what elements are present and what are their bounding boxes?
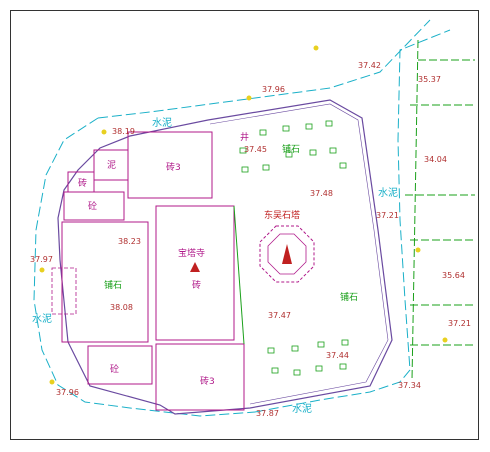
- map-frame: [10, 10, 479, 440]
- elevation-label: 34.04: [424, 155, 447, 164]
- water-outline-top: [97, 19, 431, 119]
- water-outline-left: [33, 117, 256, 417]
- pagoda-octagon-outer: [259, 225, 315, 283]
- label-brick3-bottom: 砖3: [200, 375, 215, 387]
- pagoda-icon: [282, 244, 292, 264]
- elevation-label: 37.48: [310, 189, 333, 198]
- elevation-label: 37.44: [326, 351, 349, 360]
- elevation-label: 38.08: [110, 303, 133, 312]
- elevation-label: 37.96: [262, 85, 285, 94]
- label-paving-left: 铺石: [104, 279, 122, 291]
- elevation-label: 38.23: [118, 237, 141, 246]
- elevation-label: 37.96: [56, 388, 79, 397]
- site-boundary: [57, 99, 393, 415]
- elevation-label: 37.87: [256, 409, 279, 418]
- field-vertical: [411, 39, 419, 381]
- building-west-annex: [51, 267, 77, 315]
- elevation-label: 37.21: [448, 319, 471, 328]
- label-brick-small: 砖: [78, 177, 87, 189]
- survey-markers: [39, 45, 448, 385]
- label-cement-left: 水泥: [32, 312, 52, 325]
- vegetation-symbols: [239, 120, 349, 376]
- elevation-label: 37.42: [358, 61, 381, 70]
- building-west: [61, 221, 149, 343]
- label-brick3-top: 砖3: [166, 161, 181, 173]
- water-outline-right: [254, 29, 451, 413]
- label-concrete-top: 砼: [88, 200, 97, 212]
- label-temple-name: 宝塔寺: [178, 247, 205, 259]
- label-cement-bottom: 水泥: [292, 402, 312, 415]
- building-concrete-top: [63, 191, 125, 221]
- pagoda-octagon-inner: [267, 233, 307, 275]
- elevation-label: 37.97: [30, 255, 53, 264]
- label-pagoda-name: 东吴石塔: [264, 209, 300, 221]
- elevation-label: 35.37: [418, 75, 441, 84]
- elevation-label: 35.64: [442, 271, 465, 280]
- label-mud: 泥: [107, 160, 116, 171]
- building-temple: [155, 205, 235, 341]
- label-well: 井: [240, 131, 249, 143]
- label-concrete-bottom: 砼: [110, 363, 119, 375]
- elevation-label: 37.45: [244, 145, 267, 154]
- building-brick3-bottom: [155, 343, 245, 411]
- building-mud: [93, 149, 129, 181]
- elevation-label: 38.19: [112, 127, 135, 136]
- courtyard-edge: [233, 205, 245, 345]
- elevation-labels: 37.42 37.96 35.37 38.19 37.45 34.04 37.4…: [30, 61, 471, 418]
- label-paving-top: 铺石: [282, 143, 300, 155]
- label-brick-mid: 砖: [192, 279, 201, 291]
- elevation-label: 37.47: [268, 311, 291, 320]
- elevation-label: 37.21: [376, 211, 399, 220]
- elevation-label: 37.34: [398, 381, 421, 390]
- label-cement-top: 水泥: [152, 116, 172, 129]
- temple-icon: [190, 262, 200, 272]
- building-concrete-bottom: [87, 345, 153, 385]
- label-paving-center: 铺石: [340, 291, 358, 303]
- site-boundary-inner: [209, 103, 389, 405]
- label-cement-right: 水泥: [378, 186, 398, 199]
